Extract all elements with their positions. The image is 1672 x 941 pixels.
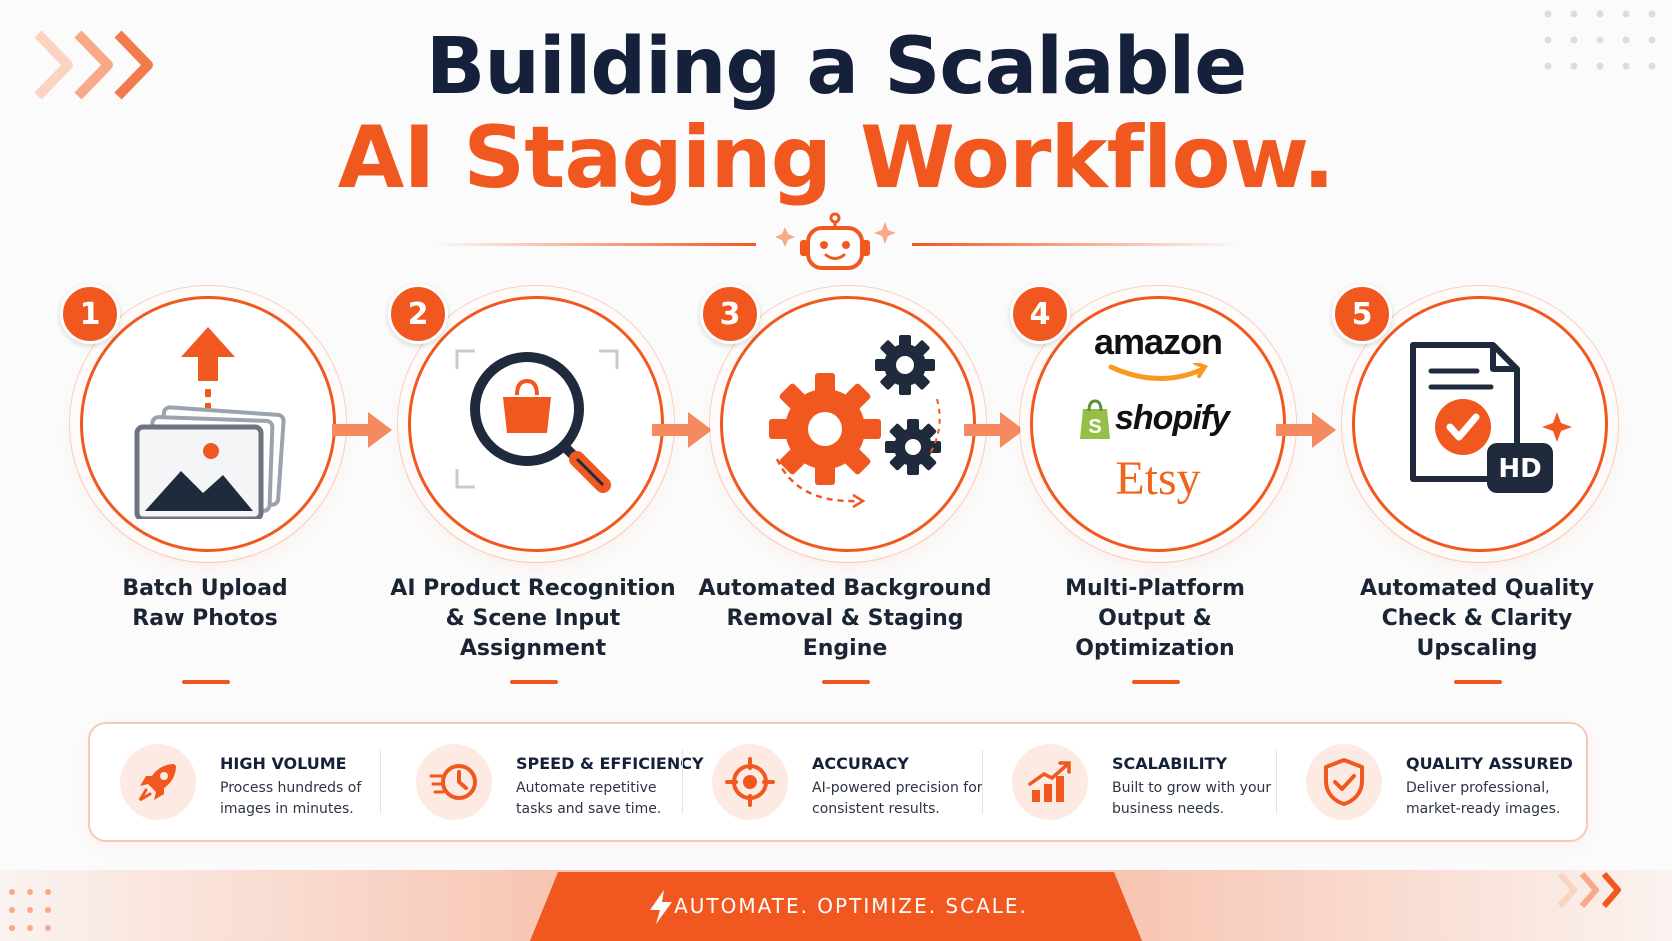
- rocket-icon: [120, 744, 196, 820]
- growth-chart-icon: [1012, 744, 1088, 820]
- benefit-separator: [682, 750, 683, 814]
- step-1-underline: [182, 680, 230, 684]
- divider-right: [912, 243, 1242, 246]
- step-4: amazon S shopify Etsy 4 Multi-Platform O…: [1010, 284, 1300, 686]
- benefit-desc: Built to grow with your business needs.: [1112, 780, 1272, 817]
- step-3-label: Automated Background Removal & Staging E…: [698, 576, 992, 661]
- etsy-logo: Etsy: [1115, 452, 1201, 505]
- benefits-panel: HIGH VOLUME Process hundreds of images i…: [88, 722, 1588, 842]
- step-5-underline: [1454, 680, 1502, 684]
- step-1: 1 Batch Upload Raw Photos: [60, 284, 350, 686]
- step-2: 2 AI Product Recognition & Scene Input A…: [388, 284, 678, 686]
- step-5-label: Automated Quality Check & Clarity Upscal…: [1359, 576, 1595, 661]
- step-1-label: Batch Upload Raw Photos: [122, 576, 288, 631]
- arrow-right-icon: [332, 412, 392, 448]
- step-3-number: 3: [700, 284, 760, 344]
- robot-icon: [775, 212, 896, 270]
- footer-tagline: AUTOMATE. OPTIMIZE. SCALE.: [674, 894, 1028, 918]
- step-2-number: 2: [388, 284, 448, 344]
- benefit-desc: Process hundreds of images in minutes.: [220, 780, 362, 817]
- benefit-title: ACCURACY: [812, 754, 909, 773]
- gears-icon: [769, 335, 941, 509]
- benefit-scalability: SCALABILITY Built to grow with your busi…: [996, 724, 1286, 840]
- upload-photos-icon: [134, 327, 286, 519]
- arrow-right-icon: [1276, 412, 1336, 448]
- divider-left: [430, 243, 756, 246]
- step-5: HD 5 Automated Quality Check & Clarity U…: [1332, 284, 1622, 686]
- step-2-circle: [408, 296, 664, 552]
- benefit-title: QUALITY ASSURED: [1406, 754, 1573, 773]
- step-1-circle: [80, 296, 336, 552]
- step-2-label: AI Product Recognition & Scene Input Ass…: [390, 576, 676, 661]
- arrow-right-icon: [652, 412, 712, 448]
- benefit-accuracy: ACCURACY AI-powered precision for consis…: [696, 724, 986, 840]
- benefit-title: HIGH VOLUME: [220, 754, 347, 773]
- step-5-number: 5: [1332, 284, 1392, 344]
- step-3: 3 Automated Background Removal & Staging…: [698, 284, 992, 686]
- step-2-underline: [510, 680, 558, 684]
- benefit-high-volume: HIGH VOLUME Process hundreds of images i…: [104, 724, 394, 840]
- hd-document-check-icon: HD: [1410, 342, 1572, 493]
- step-3-circle: [720, 296, 976, 552]
- hd-badge: HD: [1498, 454, 1541, 484]
- target-icon: [712, 744, 788, 820]
- benefit-title: SCALABILITY: [1112, 754, 1228, 773]
- chevrons-decor-icon: [34, 30, 153, 100]
- benefit-separator: [1276, 750, 1277, 814]
- step-4-underline: [1132, 680, 1180, 684]
- benefit-desc: Deliver professional, market-ready image…: [1406, 780, 1561, 817]
- benefit-separator: [982, 750, 983, 814]
- shopify-logo: shopify: [1115, 399, 1230, 437]
- title-line-1: Building a Scalable: [425, 22, 1247, 112]
- footer-banner: AUTOMATE. OPTIMIZE. SCALE.: [530, 872, 1142, 941]
- benefit-speed-efficiency: SPEED & EFFICIENCY Automate repetitive t…: [400, 724, 704, 840]
- step-4-label: Multi-Platform Output & Optimization: [1065, 576, 1245, 661]
- step-1-number: 1: [60, 284, 120, 344]
- arrow-right-icon: [964, 412, 1024, 448]
- benefit-desc: AI-powered precision for consistent resu…: [812, 780, 983, 817]
- shield-check-icon: [1306, 744, 1382, 820]
- benefit-separator: [380, 750, 381, 814]
- clock-speed-icon: [416, 744, 492, 820]
- svg-text:S: S: [1088, 416, 1101, 438]
- benefit-quality-assured: QUALITY ASSURED Deliver professional, ma…: [1290, 724, 1580, 840]
- benefit-title: SPEED & EFFICIENCY: [516, 754, 704, 773]
- step-5-circle: HD: [1352, 296, 1608, 552]
- magnifier-bag-icon: [455, 349, 619, 493]
- step-4-circle: amazon S shopify Etsy: [1030, 296, 1286, 552]
- amazon-smile-icon: [1108, 363, 1209, 381]
- dots-decor-icon: [1544, 10, 1656, 70]
- shopify-bag-icon: S: [1080, 399, 1110, 439]
- step-4-number: 4: [1010, 284, 1070, 344]
- benefit-desc: Automate repetitive tasks and save time.: [516, 780, 662, 817]
- chevrons-decor-icon: [1557, 872, 1621, 908]
- lightning-icon: [650, 890, 672, 924]
- title-line-2: AI Staging Workflow.: [337, 108, 1335, 208]
- dots-decor-icon: [9, 889, 51, 931]
- step-3-underline: [822, 680, 870, 684]
- amazon-logo: amazon: [1093, 321, 1223, 362]
